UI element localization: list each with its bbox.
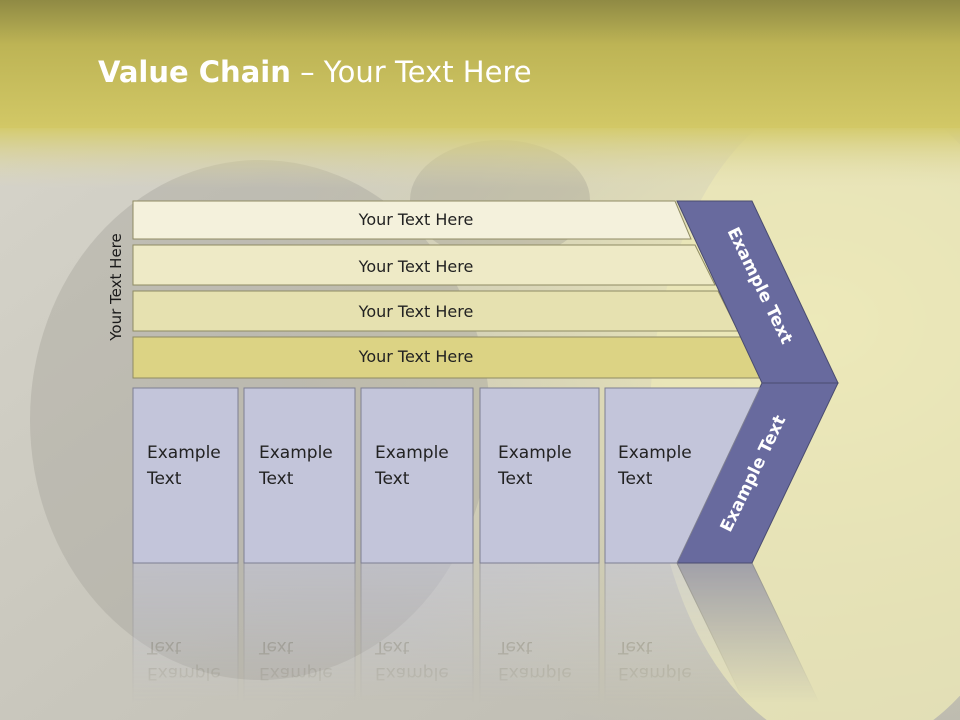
svg-text:Text: Text <box>258 637 294 657</box>
column-box-5 <box>604 387 761 564</box>
row-bar-2 <box>132 244 716 286</box>
column-box-3 <box>360 387 474 564</box>
svg-text:Example: Example <box>259 663 333 683</box>
column-1-line-2: Text <box>146 469 182 489</box>
svg-text:Example: Example <box>498 663 572 683</box>
row-bar-1 <box>132 200 692 240</box>
diagram-reflection: Example Text Example Text Example Text Exam… <box>132 562 828 720</box>
row-label-3: Your Text Here <box>358 302 474 321</box>
column-5-line-1: Example <box>618 443 692 463</box>
svg-text:Text: Text <box>374 637 410 657</box>
row-label-2: Your Text Here <box>358 257 474 276</box>
column-2-line-2: Text <box>258 469 294 489</box>
column-box-4 <box>479 387 600 564</box>
svg-text:Text: Text <box>617 637 653 657</box>
row-label-4: Your Text Here <box>358 347 474 366</box>
column-5-line-2: Text <box>617 469 653 489</box>
column-1-line-1: Example <box>147 443 221 463</box>
svg-text:Example: Example <box>147 663 221 683</box>
column-4-line-2: Text <box>497 469 533 489</box>
title-rest: – Your Text Here <box>290 55 532 89</box>
column-4-line-1: Example <box>498 443 572 463</box>
column-box-2 <box>243 387 356 564</box>
svg-text:Example: Example <box>618 663 692 683</box>
row-label-1: Your Text Here <box>358 210 474 229</box>
slide-title: Value Chain – Your Text Here <box>98 55 532 89</box>
title-bold: Value Chain <box>98 55 291 89</box>
svg-text:Text: Text <box>497 637 533 657</box>
svg-text:Example: Example <box>375 663 449 683</box>
column-2-line-1: Example <box>259 443 333 463</box>
column-3-line-1: Example <box>375 443 449 463</box>
column-3-line-2: Text <box>374 469 410 489</box>
column-box-1 <box>132 387 239 564</box>
svg-text:Text: Text <box>146 637 182 657</box>
